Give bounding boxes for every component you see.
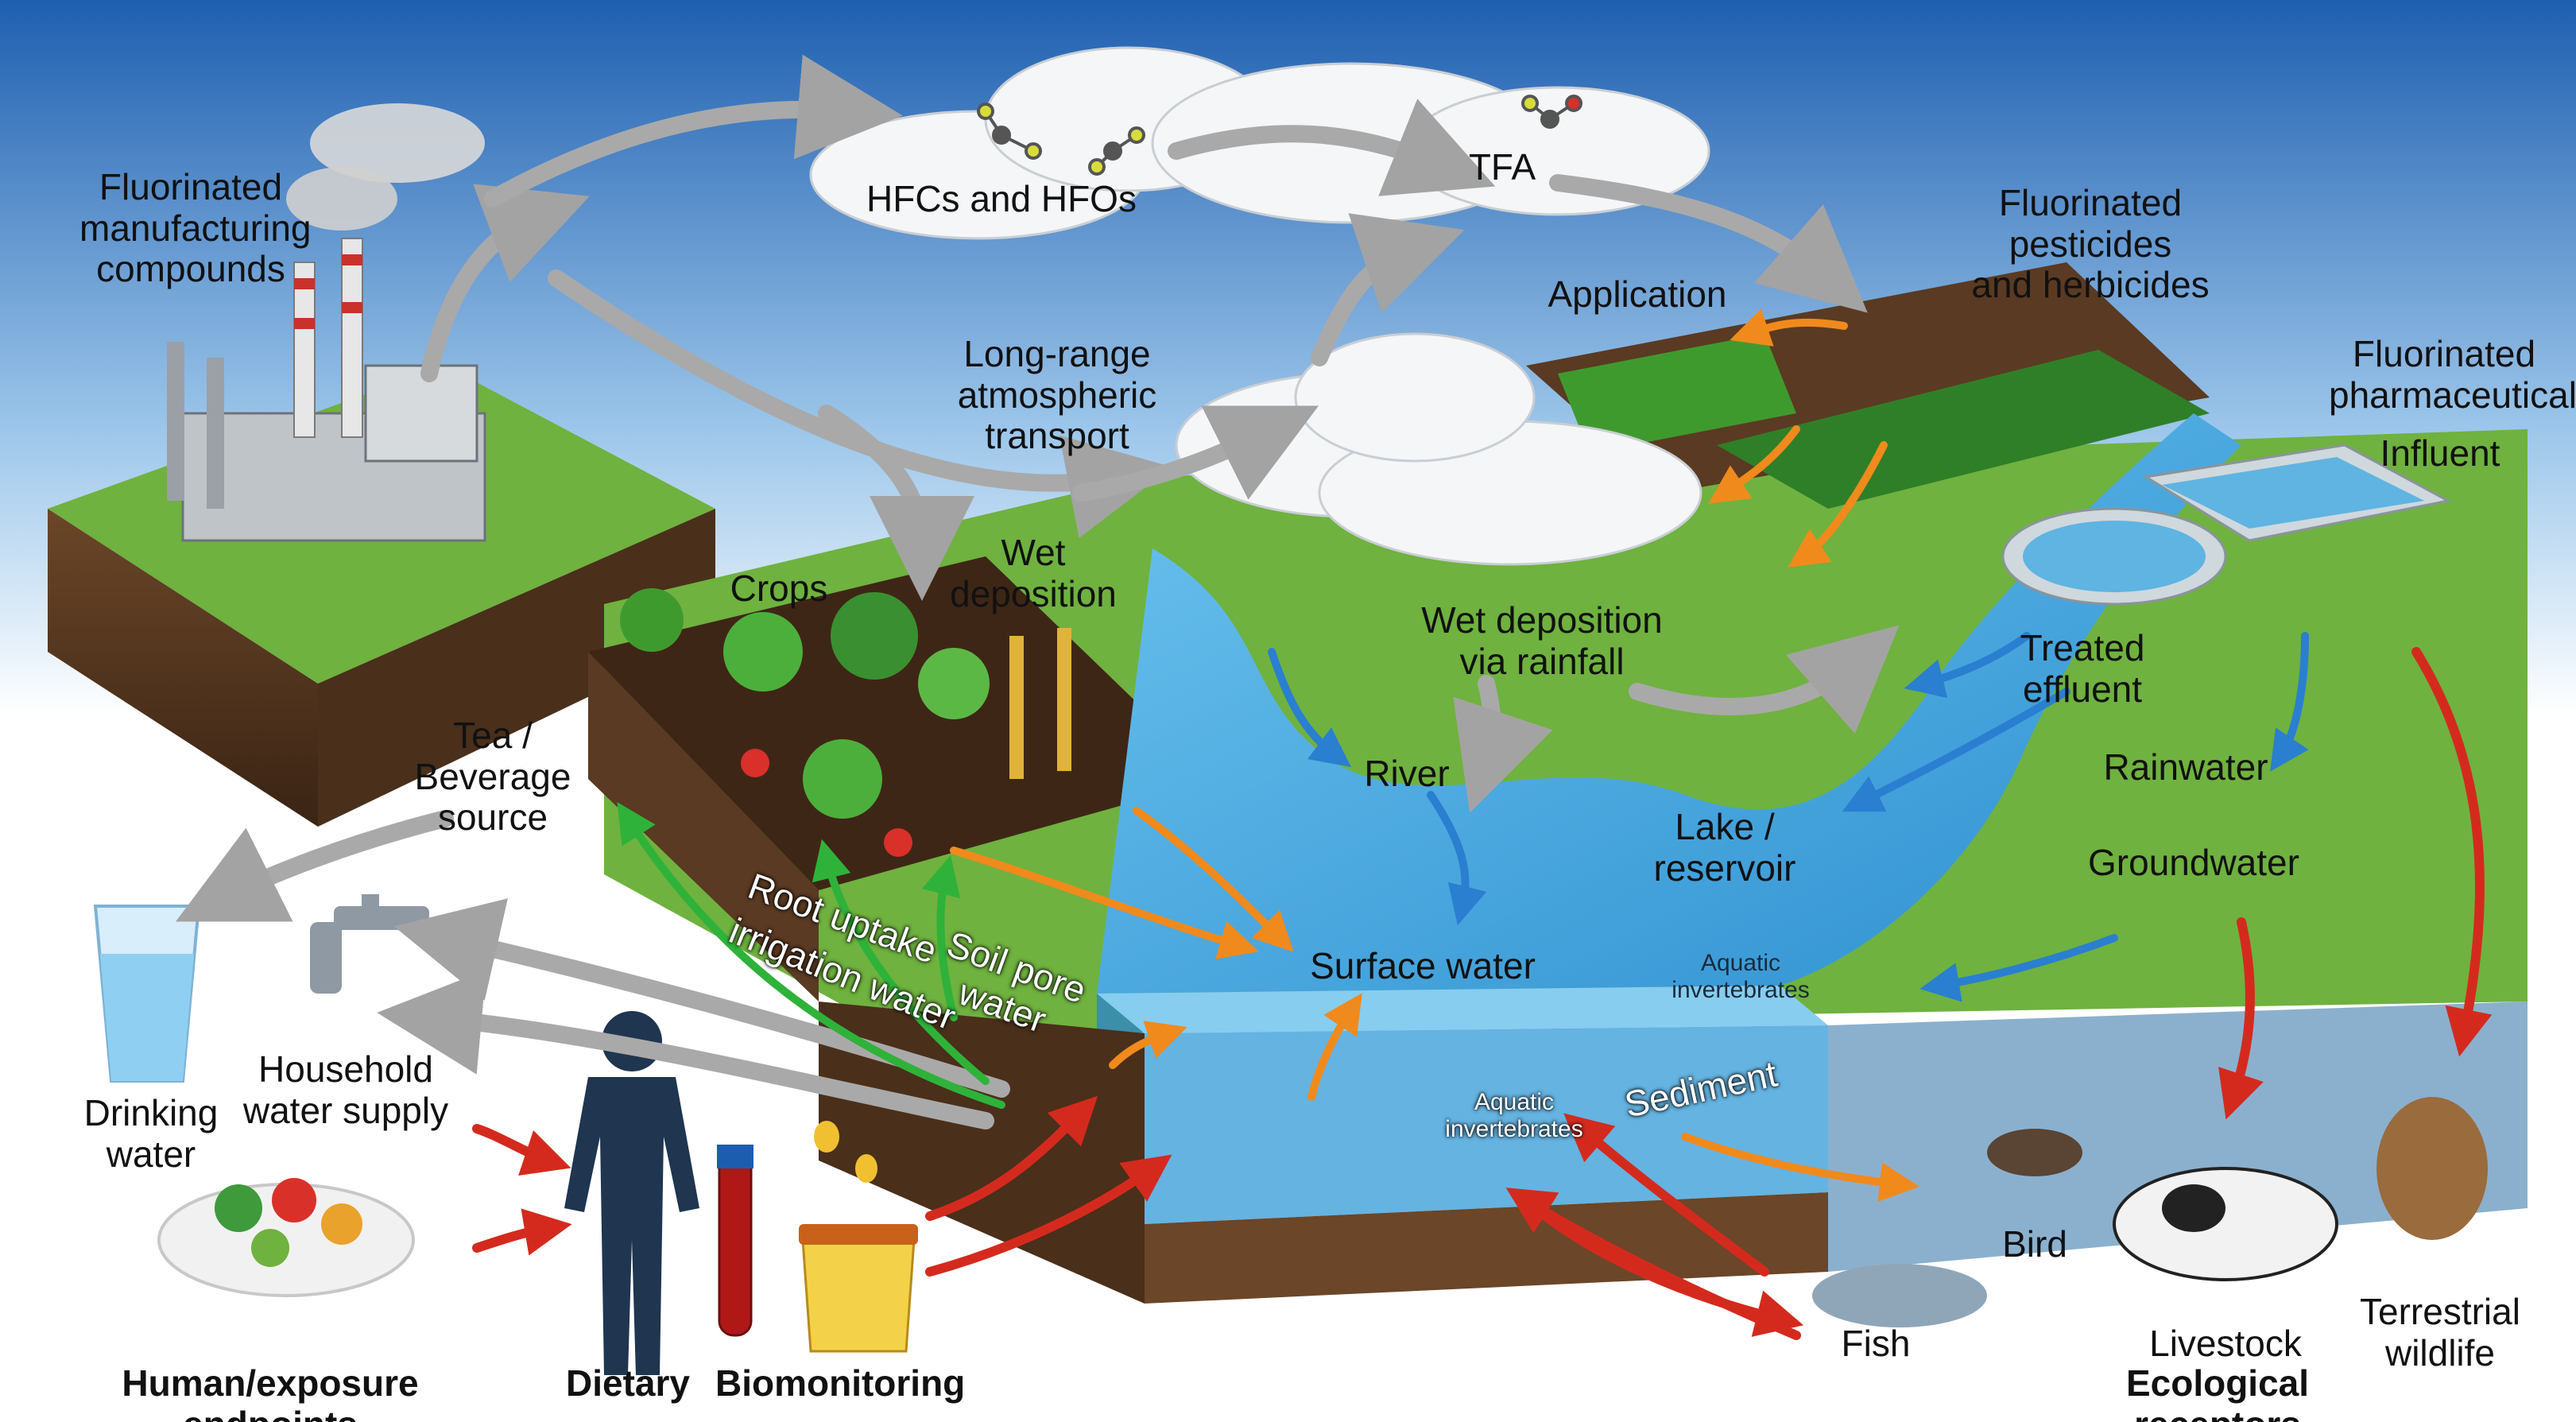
wet-deposition-label: Wet deposition	[950, 532, 1117, 614]
food-plate	[157, 1178, 415, 1297]
influent-label: Influent	[2380, 432, 2500, 474]
groundwater-label: Groundwater	[2088, 842, 2299, 883]
molecule-tfa	[1521, 95, 1582, 129]
animal-illustrations	[1812, 1097, 2488, 1327]
crop-field	[588, 556, 1216, 1002]
treated-effluent-label: Treated effluent	[2020, 627, 2145, 710]
biomonitoring-items	[717, 1121, 918, 1353]
dietary-label: Dietary	[566, 1362, 690, 1404]
fluorinated-pesticides-label: Fluorinated pesticides and herbicides	[1971, 182, 2210, 306]
drinking-water-label: Drinking water	[83, 1092, 219, 1175]
human-silhouette	[564, 1011, 699, 1375]
human-exposure-endpoints-label: Human/exposure endpoints	[122, 1362, 419, 1422]
bird-label: Bird	[2002, 1223, 2067, 1265]
glass-illustration	[93, 905, 201, 1083]
surface-water-label: Surface water	[1310, 945, 1536, 986]
biomonitoring-label: Biomonitoring	[715, 1362, 966, 1404]
molecule-hfc-1	[977, 103, 1042, 160]
ecological-receptors-label: Ecological receptors	[2125, 1362, 2310, 1422]
wet-deposition-rainfall-label: Wet deposition via rainfall	[1421, 599, 1663, 682]
molecule-icons	[977, 95, 1582, 176]
rainwater-label: Rainwater	[2103, 746, 2268, 788]
application-label: Application	[1548, 273, 1727, 315]
orange-arrows	[950, 308, 1919, 1203]
long-range-transport-label: Long-range atmospheric transport	[957, 333, 1157, 457]
terrestrial-wildlife-label: Terrestrial wildlife	[2360, 1291, 2520, 1374]
river-label: River	[1364, 753, 1450, 794]
wastewater-plant	[2001, 444, 2452, 606]
factory-block	[48, 103, 715, 827]
fish-label: Fish	[1841, 1323, 1911, 1364]
tfa-label: TFA	[1468, 146, 1536, 188]
tea-beverage-label: Tea / Beverage source	[414, 715, 571, 839]
crops-label: Crops	[730, 568, 828, 609]
grey-arrows	[175, 54, 1900, 1129]
aquatic-invertebrates-label-1: Aquatic invertebrates	[1671, 950, 1810, 1003]
manufacturing-compounds-label: Fluorinated manufacturing compounds	[79, 166, 312, 290]
lake-reservoir-label: Lake / reservoir	[1653, 806, 1796, 889]
fluorinated-pharmaceutical-label: Fluorinated pharmaceutical	[2329, 333, 2576, 416]
red-arrows	[472, 647, 2493, 1340]
green-arrows	[617, 802, 1005, 1109]
molecule-hfc-2	[1088, 126, 1145, 176]
blue-arrows	[1268, 632, 2309, 1002]
livestock-label: Livestock	[2149, 1323, 2302, 1364]
household-water-supply-label: Household water supply	[242, 1048, 449, 1131]
aquatic-invertebrates-label-2: Aquatic invertebrates	[1445, 1089, 1583, 1142]
hfcs-hfos-label: HFCs and HFOs	[866, 178, 1137, 219]
